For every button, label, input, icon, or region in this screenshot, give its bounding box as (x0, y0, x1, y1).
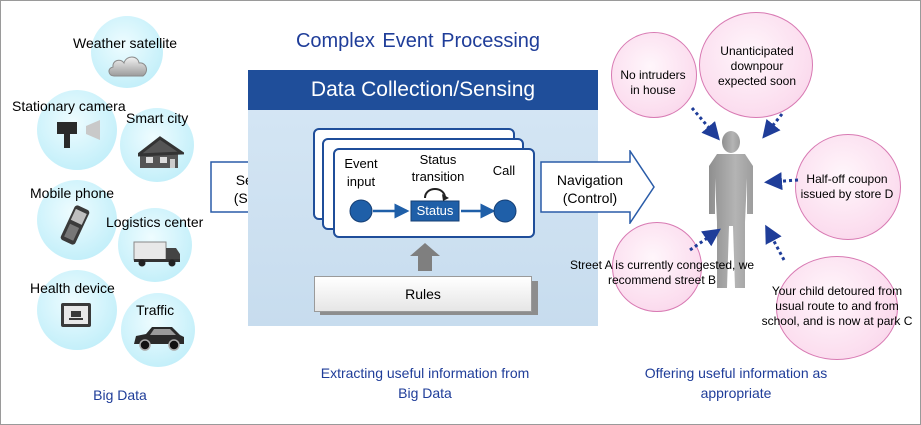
car-icon (134, 327, 184, 351)
process-flow (349, 188, 517, 223)
arrow-from-no-intruders (690, 107, 720, 141)
source-label-stationary-camera: Stationary camera (12, 98, 126, 114)
event-input-node (349, 199, 373, 223)
call-node (493, 199, 517, 223)
big-data-caption: Big Data (93, 387, 147, 403)
status-node-label: Status (416, 203, 454, 218)
event-input-label: Event input (344, 156, 378, 189)
status-transition-label: Status transition (411, 152, 465, 184)
navigation-arrow (540, 150, 655, 224)
output-text-downpour: Unanticipated downpour expected soon (717, 44, 797, 88)
output-text-coupon: Half-off coupon issued by store D (800, 172, 894, 201)
output-text-no-intruders: No intruders in house (620, 68, 686, 97)
navigation-label: Navigation (Control) (556, 172, 624, 206)
source-label-logistics-center: Logistics center (106, 214, 204, 230)
truck-icon (133, 241, 180, 267)
source-label-weather-satellite: Weather satellite (73, 35, 178, 51)
output-bubble-coupon (795, 134, 901, 240)
camera-icon (57, 120, 100, 148)
output-bubble-street (612, 222, 702, 312)
output-bubble-no-intruders (611, 32, 697, 118)
source-label-traffic: Traffic (136, 302, 175, 318)
diagram-title: Complex Event Processing (295, 30, 541, 52)
offering-caption: Offering useful information as appropria… (644, 365, 828, 401)
status-node (410, 200, 460, 222)
status-loop-arrow (424, 188, 446, 199)
arrow-from-downpour (762, 113, 784, 139)
person-silhouette-icon (709, 131, 753, 288)
process-card-front (333, 148, 535, 238)
extracting-caption: Extracting useful information from Big D… (320, 365, 530, 401)
output-text-child: Your child detoured from usual route to … (761, 284, 913, 328)
rules-box: Rules (314, 276, 532, 312)
arrow-from-child (765, 224, 786, 261)
source-label-health-device: Health device (30, 280, 115, 296)
phone-icon (60, 205, 90, 245)
source-label-smart-city: Smart city (126, 110, 189, 126)
cloud-icon (108, 56, 147, 77)
call-label: Call (492, 163, 516, 178)
house-icon (138, 136, 184, 168)
arrow-from-street (689, 228, 721, 252)
monitor-icon (61, 303, 91, 327)
output-text-street: Street A is currently congested, we reco… (569, 258, 755, 287)
data-collection-header: Data Collection/Sensing (248, 70, 598, 110)
output-bubble-downpour (699, 12, 813, 118)
rules-up-arrow (410, 243, 440, 271)
source-label-mobile-phone: Mobile phone (30, 185, 115, 201)
arrow-from-coupon (764, 172, 799, 191)
output-dotted-arrows (689, 107, 799, 261)
output-bubble-child (776, 256, 898, 360)
